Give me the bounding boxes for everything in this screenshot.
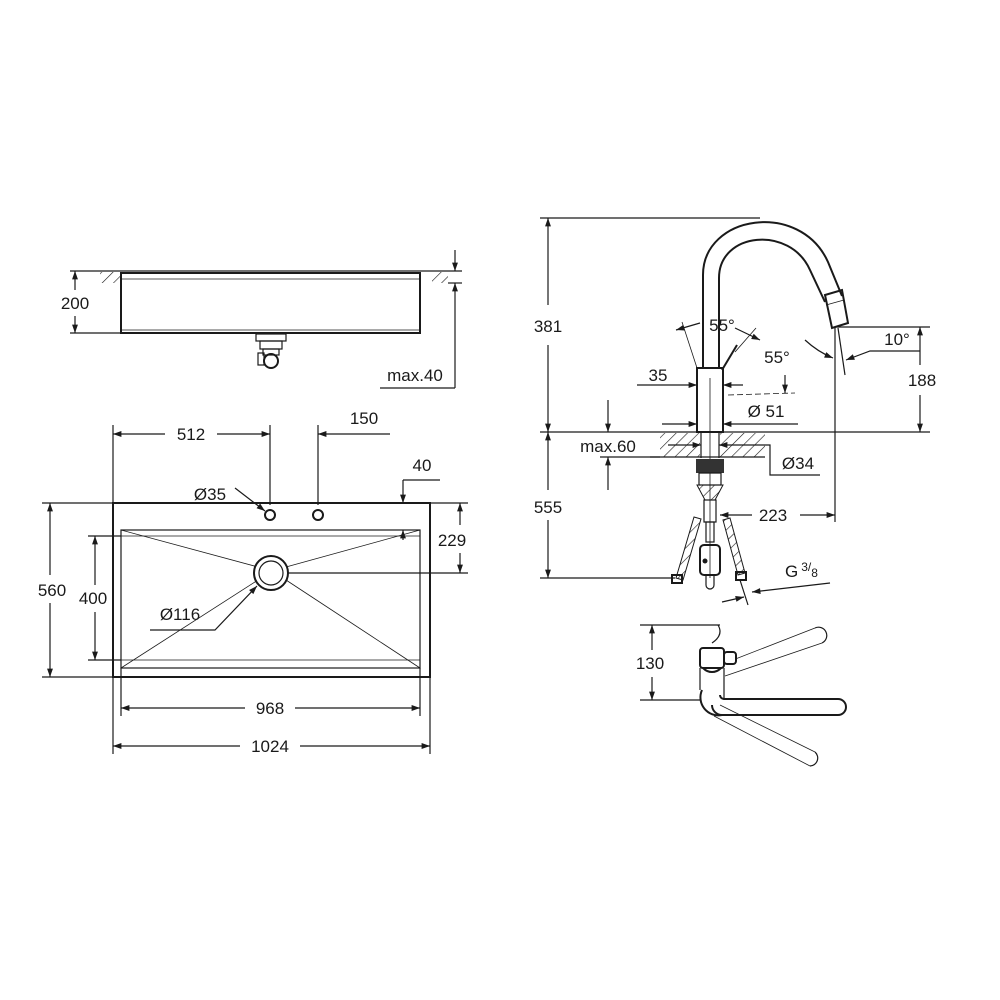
dim-400-label: 400 [79, 589, 107, 608]
faucet-side-view: 381 555 55° 55° 35 Ø 51 max.60 Ø34 [534, 217, 936, 606]
angle-55-top-label: 55° [709, 316, 735, 335]
dim-223-label: 223 [759, 506, 787, 525]
tap-hole [264, 509, 276, 521]
dim-512-label: 512 [177, 425, 205, 444]
faucet-top-view: 130 [636, 624, 847, 767]
dim-188-label: 188 [908, 371, 936, 390]
diameter-51-label: Ø 51 [748, 402, 785, 421]
dim-1024-label: 1024 [251, 737, 289, 756]
tap-hole [312, 509, 324, 521]
dim-555-label: 555 [534, 498, 562, 517]
dim-381-label: 381 [534, 317, 562, 336]
dim-150-label: 150 [350, 409, 378, 428]
angle-10-label: 10° [884, 330, 910, 349]
sink-top-view: 512 150 Ø35 40 229 560 400 Ø116 [38, 409, 468, 756]
dim-229-label: 229 [438, 531, 466, 550]
dim-560-label: 560 [38, 581, 66, 600]
dim-968-label: 968 [256, 699, 284, 718]
dim-35-label: 35 [649, 366, 668, 385]
max-60-label: max.60 [580, 437, 636, 456]
drain-fitting [255, 333, 287, 369]
angle-55-side-label: 55° [764, 348, 790, 367]
drain-diameter-label: Ø116 [160, 605, 200, 624]
dim-130-label: 130 [636, 654, 664, 673]
dim-200-label: 200 [61, 294, 89, 313]
hole-diameter-label: Ø35 [194, 485, 226, 504]
dim-40-label: 40 [413, 456, 432, 475]
sink-side-view: 200 max.40 [61, 250, 462, 389]
max-40-label: max.40 [387, 366, 443, 385]
diameter-34-label: Ø34 [782, 454, 814, 473]
